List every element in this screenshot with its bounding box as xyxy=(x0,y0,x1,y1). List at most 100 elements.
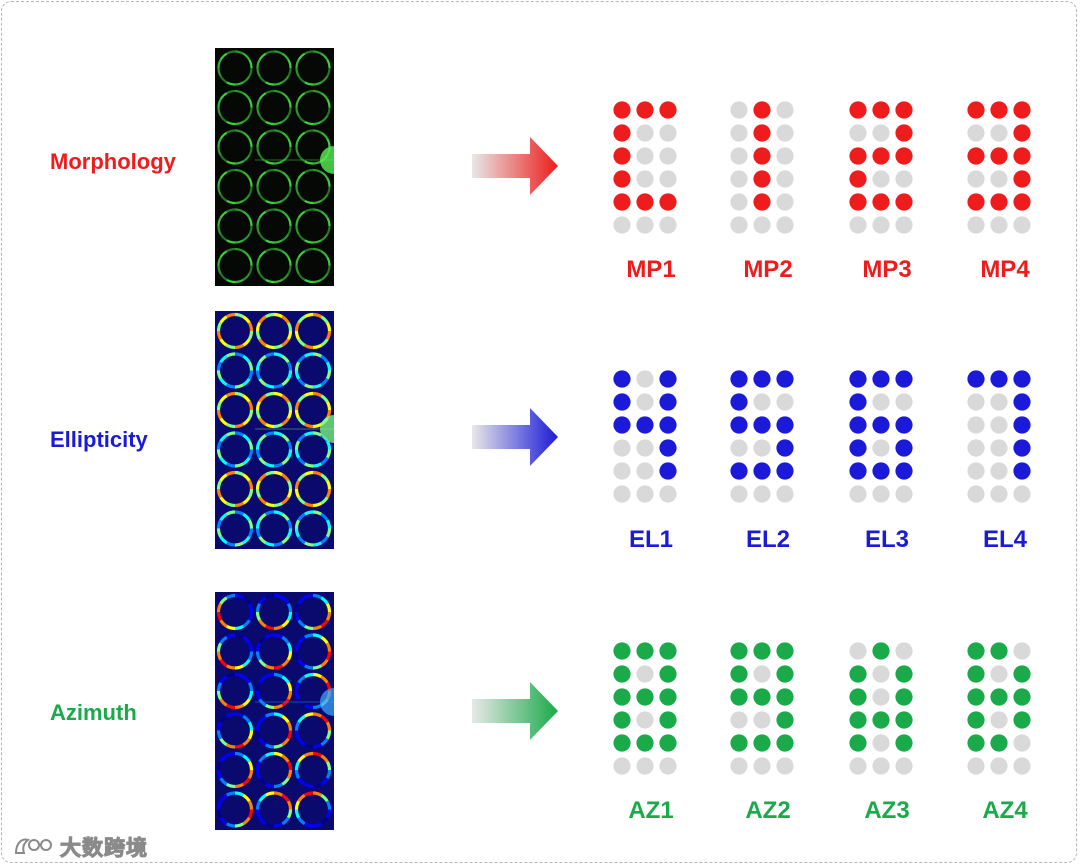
active-dot xyxy=(990,734,1007,751)
code-label-el3: EL3 xyxy=(837,526,937,554)
active-dot xyxy=(730,393,747,410)
active-dot xyxy=(659,193,676,210)
active-dot xyxy=(990,147,1007,164)
inactive-dot xyxy=(1013,216,1030,233)
inactive-dot xyxy=(753,485,770,502)
inactive-dot xyxy=(1013,757,1030,774)
active-dot xyxy=(753,734,770,751)
inactive-dot xyxy=(895,757,912,774)
code-label-az3: AZ3 xyxy=(837,797,937,825)
active-dot xyxy=(849,688,866,705)
inactive-dot xyxy=(872,665,889,682)
inactive-dot xyxy=(659,216,676,233)
active-dot xyxy=(776,462,793,479)
inactive-dot xyxy=(990,711,1007,728)
active-dot xyxy=(659,393,676,410)
code-grid-el3 xyxy=(849,370,925,508)
inactive-dot xyxy=(990,416,1007,433)
active-dot xyxy=(849,462,866,479)
active-dot xyxy=(872,642,889,659)
active-dot xyxy=(849,101,866,118)
inactive-dot xyxy=(967,170,984,187)
active-dot xyxy=(659,370,676,387)
active-dot xyxy=(613,416,630,433)
active-dot xyxy=(636,688,653,705)
inactive-dot xyxy=(872,393,889,410)
inactive-dot xyxy=(636,665,653,682)
inactive-dot xyxy=(636,757,653,774)
inactive-dot xyxy=(872,216,889,233)
active-dot xyxy=(1013,147,1030,164)
inactive-dot xyxy=(776,485,793,502)
active-dot xyxy=(872,370,889,387)
active-dot xyxy=(895,665,912,682)
active-dot xyxy=(849,734,866,751)
inactive-dot xyxy=(776,193,793,210)
active-dot xyxy=(872,711,889,728)
inactive-dot xyxy=(753,757,770,774)
active-dot xyxy=(730,462,747,479)
inactive-dot xyxy=(776,101,793,118)
active-dot xyxy=(895,734,912,751)
active-dot xyxy=(967,147,984,164)
inactive-dot xyxy=(613,462,630,479)
inactive-dot xyxy=(1013,485,1030,502)
active-dot xyxy=(659,439,676,456)
active-dot xyxy=(967,665,984,682)
code-grid-el1 xyxy=(613,370,689,508)
active-dot xyxy=(967,370,984,387)
active-dot xyxy=(776,711,793,728)
active-dot xyxy=(1013,170,1030,187)
code-grid-mp2 xyxy=(730,101,806,239)
arrow-shape xyxy=(472,408,558,466)
inactive-dot xyxy=(872,170,889,187)
inactive-dot xyxy=(967,485,984,502)
watermark-text: 大数跨境 xyxy=(60,832,148,862)
inactive-dot xyxy=(730,439,747,456)
inactive-dot xyxy=(730,711,747,728)
active-dot xyxy=(636,193,653,210)
code-label-az2: AZ2 xyxy=(718,797,818,825)
inactive-dot xyxy=(730,170,747,187)
code-grid-mp3 xyxy=(849,101,925,239)
inactive-dot xyxy=(967,216,984,233)
active-dot xyxy=(636,642,653,659)
active-dot xyxy=(895,416,912,433)
active-dot xyxy=(613,393,630,410)
inactive-dot xyxy=(872,124,889,141)
inactive-dot xyxy=(636,485,653,502)
inactive-dot xyxy=(659,124,676,141)
active-dot xyxy=(849,170,866,187)
active-dot xyxy=(776,665,793,682)
active-dot xyxy=(659,462,676,479)
active-dot xyxy=(659,416,676,433)
right-arrow-icon xyxy=(472,137,558,195)
ellipticity-image xyxy=(215,311,334,549)
active-dot xyxy=(849,147,866,164)
active-dot xyxy=(636,101,653,118)
inactive-dot xyxy=(895,393,912,410)
inactive-dot xyxy=(753,439,770,456)
inactive-dot xyxy=(990,170,1007,187)
inactive-dot xyxy=(967,124,984,141)
active-dot xyxy=(659,734,676,751)
inactive-dot xyxy=(730,216,747,233)
active-dot xyxy=(776,688,793,705)
inactive-dot xyxy=(990,485,1007,502)
inactive-dot xyxy=(895,485,912,502)
inactive-dot xyxy=(613,757,630,774)
active-dot xyxy=(753,101,770,118)
inactive-dot xyxy=(659,757,676,774)
inactive-dot xyxy=(895,170,912,187)
code-label-el1: EL1 xyxy=(601,526,701,554)
code-label-az4: AZ4 xyxy=(955,797,1055,825)
active-dot xyxy=(613,370,630,387)
inactive-dot xyxy=(872,734,889,751)
active-dot xyxy=(776,416,793,433)
active-dot xyxy=(730,642,747,659)
active-dot xyxy=(753,124,770,141)
active-dot xyxy=(849,193,866,210)
code-grid-el4 xyxy=(967,370,1043,508)
inactive-dot xyxy=(753,393,770,410)
inactive-dot xyxy=(776,147,793,164)
